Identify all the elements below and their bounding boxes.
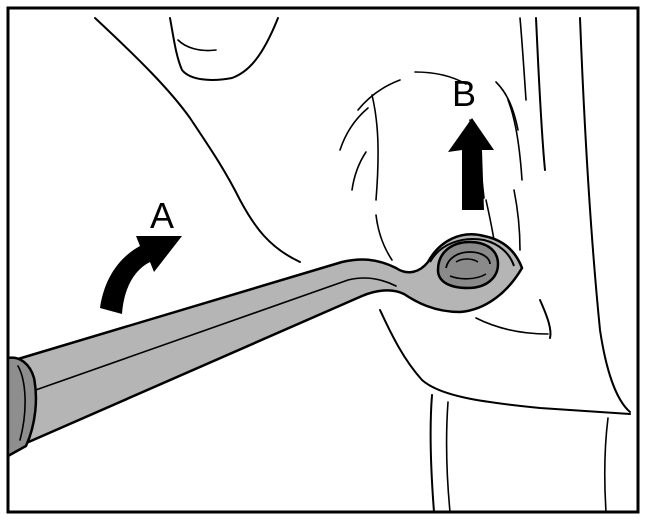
arrow-a-icon — [100, 236, 182, 314]
engine-outline — [94, 17, 631, 513]
arrow-b-icon — [448, 118, 494, 210]
label-a: A — [150, 195, 174, 236]
label-b: B — [452, 73, 476, 114]
wrench-grip — [6, 356, 38, 459]
figure-border — [6, 6, 640, 514]
wrench-handle — [6, 233, 524, 454]
wrench — [6, 233, 524, 459]
bolt-icon — [436, 240, 500, 290]
